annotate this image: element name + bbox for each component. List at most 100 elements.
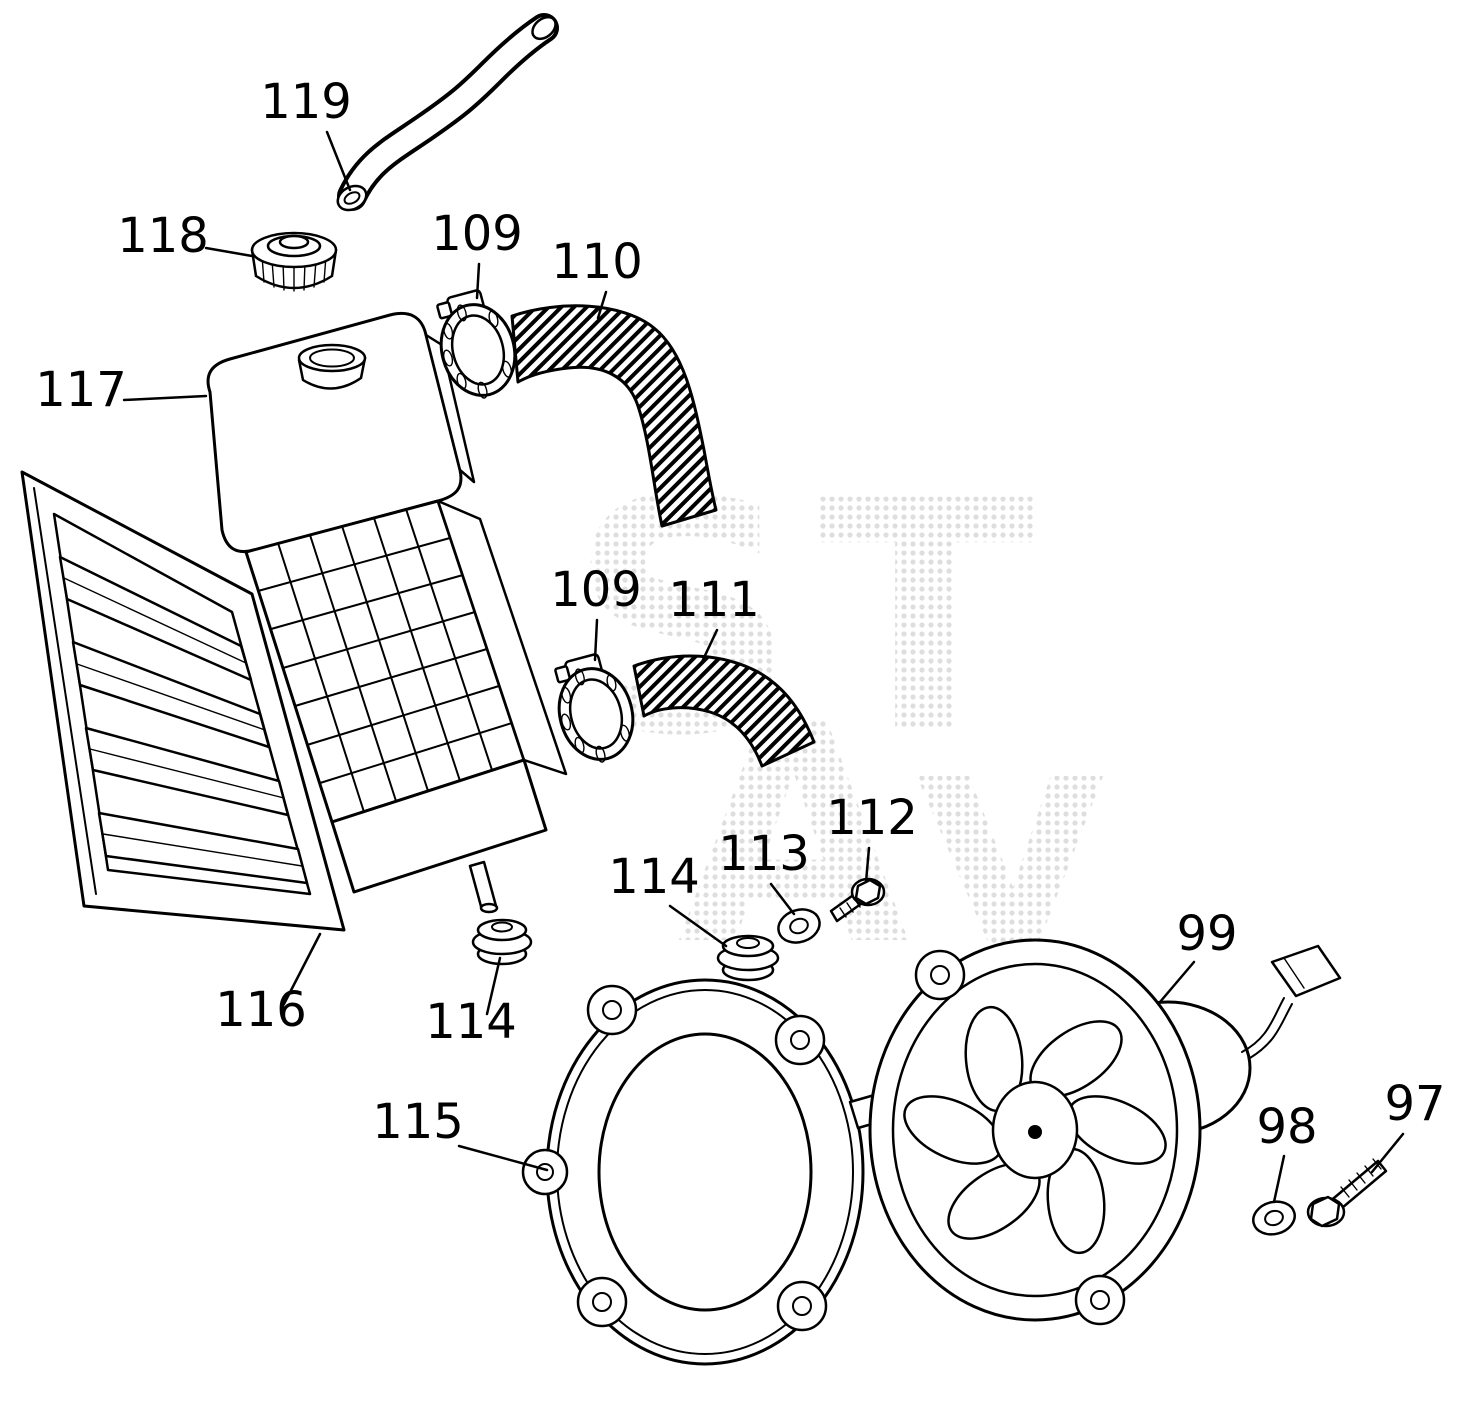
clamp-slot xyxy=(443,322,454,340)
guard-slat xyxy=(71,640,271,749)
clamp-screw-head xyxy=(554,665,571,684)
leader-line-119 xyxy=(325,130,352,192)
clamp-slots xyxy=(442,304,513,399)
hose-clamp-lower-drawing xyxy=(554,653,635,763)
radiator-filler-neck-opening xyxy=(309,348,355,368)
lower-radiator-hose-drawing xyxy=(632,654,816,768)
washer-98-drawing xyxy=(1252,1200,1296,1236)
clamp-slot xyxy=(560,713,572,731)
ear-boss xyxy=(774,1014,826,1066)
radiator-guard-drawing xyxy=(20,470,346,932)
bolt-thread xyxy=(839,907,847,918)
grid-line xyxy=(270,574,464,630)
guard-slat-shading xyxy=(76,663,266,731)
bolt-hex-head xyxy=(854,878,882,906)
grommet-hole xyxy=(491,921,513,933)
clamp-slot xyxy=(606,674,617,692)
leader-line-113 xyxy=(769,882,796,916)
fan-wire xyxy=(1241,997,1285,1053)
shroud-mount-ear xyxy=(586,984,638,1036)
leader-line-109-lower xyxy=(593,618,599,662)
clamp-slot xyxy=(561,686,572,704)
callout-label-109-lower: 109 xyxy=(550,562,642,618)
callout-label-109-upper: 109 xyxy=(431,206,523,262)
callout-label-116: 116 xyxy=(215,982,307,1038)
ear-boss xyxy=(914,949,966,1001)
ear-hole xyxy=(790,1030,810,1050)
radiator-outlet-stub xyxy=(468,860,498,912)
clamp-slot xyxy=(442,349,454,367)
shroud-mount-ear xyxy=(776,1280,828,1332)
radiator-core-side xyxy=(436,499,568,776)
callout-label-113: 113 xyxy=(718,826,810,882)
ear-boss xyxy=(521,1148,569,1196)
hose-inner xyxy=(341,17,555,207)
bolt-thread xyxy=(1356,1172,1366,1184)
overflow-hose-drawing xyxy=(336,13,559,212)
grid-line xyxy=(341,525,429,792)
clamp-slot xyxy=(456,372,467,390)
callout-label-119: 119 xyxy=(260,74,352,130)
clamp-slots xyxy=(560,668,631,763)
grid-line xyxy=(294,648,488,707)
grommet-rib xyxy=(721,934,775,958)
upper-radiator-hose-drawing xyxy=(510,304,718,528)
leader-line-109-upper xyxy=(475,262,481,300)
callout-label-111: 111 xyxy=(668,572,760,628)
bolt-hex-head xyxy=(1309,1195,1341,1228)
guard-slat xyxy=(58,555,253,682)
leader-lines xyxy=(122,130,1405,1204)
ear-hole xyxy=(1090,1290,1110,1310)
bolt-thread xyxy=(1348,1179,1358,1191)
grid-line xyxy=(319,722,513,784)
clamp-slot xyxy=(574,668,585,686)
leader-line-99 xyxy=(1158,960,1196,1004)
leader-line-110 xyxy=(596,290,608,320)
hose-clamp-upper-drawing xyxy=(436,289,517,399)
leader-line-114-left xyxy=(485,956,502,1016)
grid-line xyxy=(257,537,451,592)
shroud-mount-ear xyxy=(774,1014,826,1066)
grommet-rib xyxy=(476,918,528,942)
bolt-112-drawing xyxy=(829,877,886,923)
bolt-thread xyxy=(846,902,854,913)
guard-frame-fold xyxy=(33,487,97,895)
callout-label-114-left: 114 xyxy=(425,994,517,1050)
clamp-band-inner xyxy=(568,678,624,750)
leader-line-115 xyxy=(457,1144,549,1172)
callout-label-115: 115 xyxy=(372,1094,464,1150)
guard-slat-shading xyxy=(63,577,247,664)
bolt-thread xyxy=(1340,1186,1350,1198)
fan-connector-detail xyxy=(1283,957,1305,989)
hose-open-end xyxy=(336,184,368,212)
ear-hole xyxy=(602,1000,622,1020)
washer-113-drawing xyxy=(777,908,821,944)
callout-labels: 119 118 109 110 117 109 111 112 113 114 … xyxy=(35,74,1445,1155)
shroud-mount-ear xyxy=(521,1148,569,1196)
leader-line-112 xyxy=(864,846,871,884)
fan-connector xyxy=(1270,944,1342,998)
bolt-thread xyxy=(1364,1165,1374,1177)
shroud-mount-ear xyxy=(576,1276,628,1328)
clamp-slot xyxy=(595,745,606,763)
clamp-band-inner xyxy=(450,314,506,386)
radiator-core-grid xyxy=(257,508,513,813)
washer-hole xyxy=(789,917,809,935)
radiator-outlet-end xyxy=(479,902,499,914)
grid-line xyxy=(309,534,397,802)
fan-mount-ear xyxy=(1074,1274,1126,1326)
ear-hole xyxy=(930,965,950,985)
callout-label-97: 97 xyxy=(1384,1076,1445,1132)
hose-cut-end xyxy=(531,15,557,41)
fan-wire xyxy=(1249,1003,1293,1059)
guard-slat-shading xyxy=(102,833,303,867)
radiator-bottom-tank xyxy=(330,758,548,894)
grid-line xyxy=(282,611,476,669)
clamp-slot xyxy=(456,304,467,322)
radiator-top-tank-side xyxy=(424,333,476,484)
ear-hole xyxy=(792,1296,812,1316)
clamp-screw-head xyxy=(436,301,453,320)
guard-slat-shading xyxy=(89,748,285,799)
grid-line xyxy=(405,508,493,771)
